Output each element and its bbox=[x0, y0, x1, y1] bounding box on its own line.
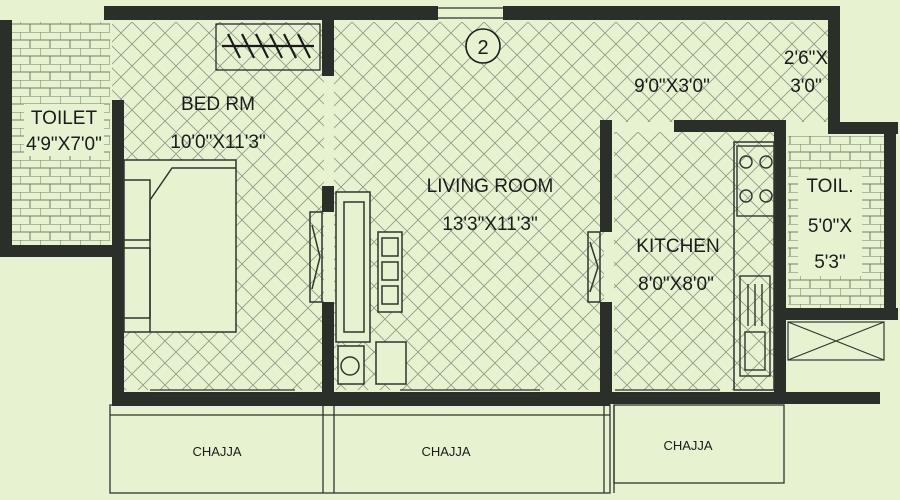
window-icon bbox=[150, 7, 720, 397]
living-room-name: LIVING ROOM bbox=[427, 176, 554, 197]
toilet-right-size-line1: 5'0"X bbox=[808, 216, 853, 237]
kitchen-size: 8'0"X8'0" bbox=[638, 274, 714, 295]
kitchen-platform bbox=[733, 141, 775, 391]
chajja-label-1: CHAJJA bbox=[192, 444, 241, 459]
unit-number: 2 bbox=[477, 37, 488, 59]
store-size-line2: 3'0" bbox=[790, 76, 822, 97]
room-labels: TOILET 4'9"X7'0" BED RM 10'0"X11'3" LIVI… bbox=[24, 48, 862, 459]
bedroom-size: 10'0"X11'3" bbox=[170, 132, 265, 153]
bedroom-name: BED RM bbox=[181, 94, 255, 115]
toilet-right-name: TOIL. bbox=[806, 176, 853, 197]
passage-floor bbox=[604, 22, 836, 122]
toilet-right-size-line2: 5'3" bbox=[814, 252, 846, 273]
passage-size: 9'0"X3'0" bbox=[634, 76, 710, 97]
duct-cross bbox=[787, 321, 885, 361]
wardrobe-hanger-icon bbox=[215, 23, 321, 71]
sink-icon bbox=[739, 275, 771, 377]
store-size-line1: 2'6"X bbox=[784, 48, 829, 69]
chajja-label-2: CHAJJA bbox=[421, 444, 470, 459]
hob-burner-icon bbox=[736, 145, 776, 217]
toilet-left-size: 4'9"X7'0" bbox=[26, 134, 102, 155]
unit-number-circle: 2 bbox=[465, 28, 501, 64]
kitchen-name: KITCHEN bbox=[636, 236, 719, 257]
chajja-label-3: CHAJJA bbox=[663, 438, 712, 453]
living-room-size: 13'3"X11'3" bbox=[442, 214, 537, 235]
living-floor bbox=[334, 22, 604, 390]
toilet-left-name: TOILET bbox=[31, 108, 98, 129]
door-icon bbox=[309, 211, 601, 303]
sofa-icon bbox=[335, 191, 407, 385]
bed-icon bbox=[123, 159, 237, 333]
kitchen-floor bbox=[614, 132, 782, 390]
walls bbox=[0, 6, 898, 406]
